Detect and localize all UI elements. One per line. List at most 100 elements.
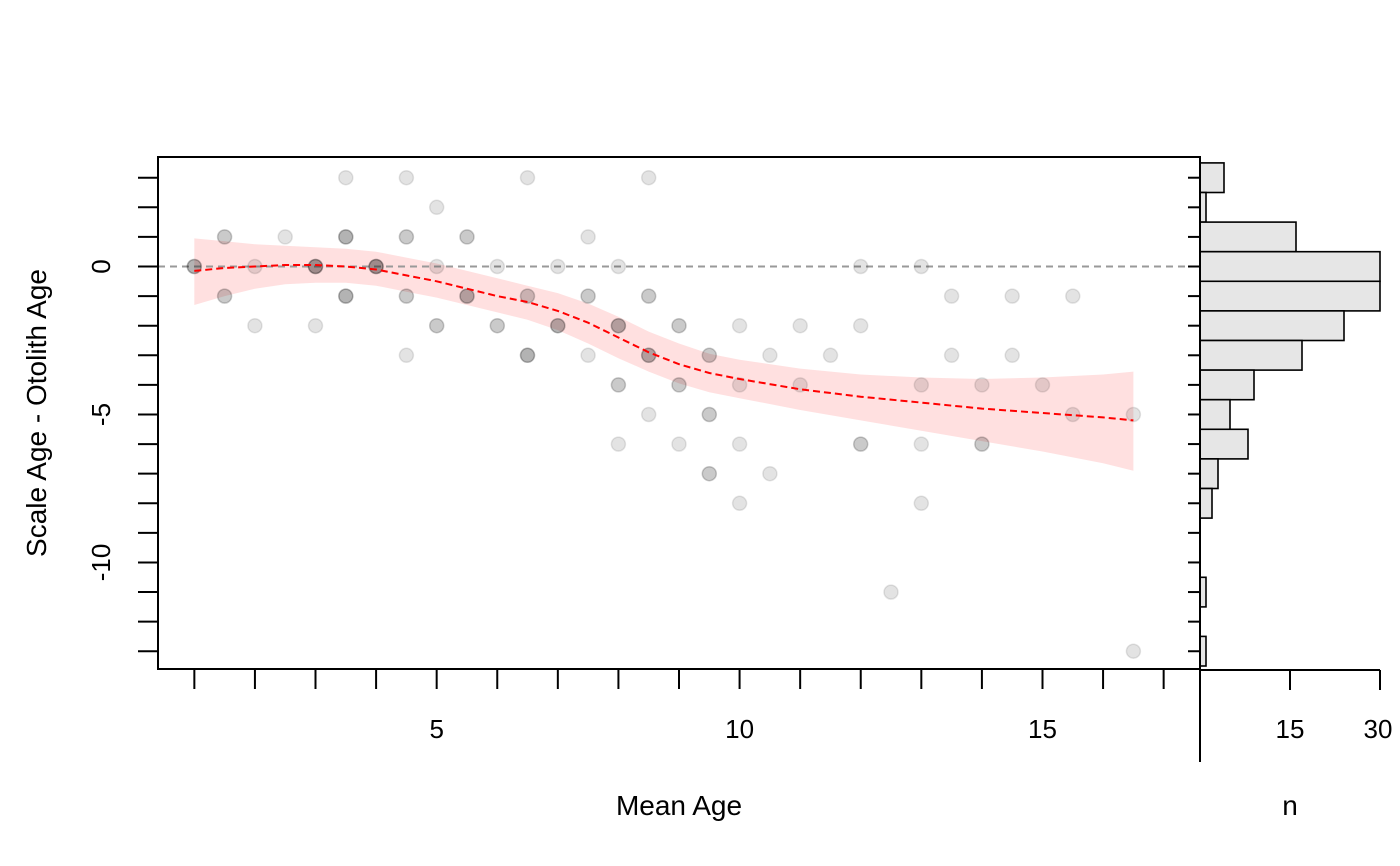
data-point [671, 317, 687, 334]
data-point [852, 436, 869, 452]
data-point [277, 229, 293, 245]
data-point [519, 288, 536, 304]
data-point [519, 288, 536, 304]
data-point [216, 229, 233, 245]
histogram-bar [1199, 162, 1225, 194]
histogram-bar [1199, 398, 1231, 431]
data-point [398, 288, 415, 304]
data-point [216, 229, 233, 245]
hist-x-axis-title: n [1282, 790, 1298, 821]
hist-x-tick-label: 15 [1276, 714, 1305, 744]
data-point [671, 377, 687, 393]
data-point [307, 258, 324, 275]
data-point [459, 229, 475, 245]
data-point [640, 406, 657, 423]
data-point [974, 436, 990, 452]
data-point [398, 169, 415, 186]
data-point [519, 347, 536, 364]
data-point [671, 317, 687, 334]
data-point [307, 258, 324, 275]
data-point [1004, 347, 1020, 364]
y-tick-label: -5 [86, 403, 116, 426]
data-point [883, 584, 899, 600]
data-point [762, 465, 778, 482]
histogram-bar [1199, 369, 1255, 401]
data-point [216, 288, 233, 304]
data-point [519, 347, 536, 364]
data-point [580, 288, 596, 304]
histogram-bar [1199, 280, 1381, 312]
histogram-bar [1199, 458, 1219, 490]
x-tick-label: 10 [725, 714, 754, 744]
data-point [580, 347, 596, 364]
histogram-bar [1199, 428, 1249, 460]
data-point [519, 169, 536, 186]
data-point [913, 495, 930, 512]
data-point [1034, 377, 1051, 393]
data-point [1065, 288, 1081, 304]
data-point [338, 288, 354, 304]
data-point [338, 288, 354, 304]
data-point [701, 465, 718, 482]
data-point [640, 288, 657, 304]
data-point [610, 317, 627, 334]
y-tick-label: 0 [86, 259, 116, 273]
data-point [610, 317, 627, 334]
data-point [943, 288, 960, 304]
data-point [338, 169, 354, 186]
data-point [852, 258, 869, 275]
data-point [852, 317, 869, 334]
data-point [216, 288, 233, 304]
data-point [338, 229, 354, 245]
histogram-bar [1199, 310, 1345, 342]
data-point [489, 317, 506, 334]
data-point [307, 258, 324, 275]
data-point [640, 169, 657, 186]
data-point [550, 317, 566, 334]
data-point [550, 258, 566, 275]
data-point [307, 317, 324, 334]
data-point [701, 406, 718, 423]
x-axis-title: Mean Age [616, 790, 742, 821]
data-point [822, 347, 839, 364]
data-point [731, 495, 748, 512]
data-point [913, 377, 930, 393]
data-point [913, 258, 930, 275]
data-point [338, 229, 354, 245]
x-tick-label: 5 [429, 714, 443, 744]
data-point [913, 436, 930, 452]
data-point [338, 229, 354, 245]
data-point [247, 317, 263, 334]
x-tick-label: 15 [1028, 714, 1057, 744]
data-point [640, 288, 657, 304]
data-point [701, 465, 718, 482]
y-axis-title: Scale Age - Otolith Age [21, 269, 52, 557]
data-point [398, 229, 415, 245]
data-point [459, 288, 475, 304]
data-point [701, 406, 718, 423]
histogram-bar [1199, 339, 1303, 371]
confidence-band [194, 238, 1134, 471]
data-point [610, 377, 627, 393]
data-point [1125, 643, 1142, 659]
data-point [550, 317, 566, 334]
data-point [731, 436, 748, 452]
data-point [489, 258, 506, 275]
smooth-fit-line [194, 264, 1134, 422]
data-point [610, 377, 627, 393]
data-point [307, 258, 324, 275]
data-point [1125, 406, 1142, 423]
data-point [731, 317, 748, 334]
data-point [610, 317, 627, 334]
data-point [974, 377, 990, 393]
hist-x-tick-label: 30 [1364, 714, 1393, 744]
data-point [428, 317, 445, 334]
data-point [398, 347, 415, 364]
histogram-panel: 15 30 n [1188, 157, 1392, 821]
histogram-bar [1199, 250, 1381, 283]
data-point [731, 377, 748, 393]
data-point [489, 317, 506, 334]
data-point [671, 436, 687, 452]
